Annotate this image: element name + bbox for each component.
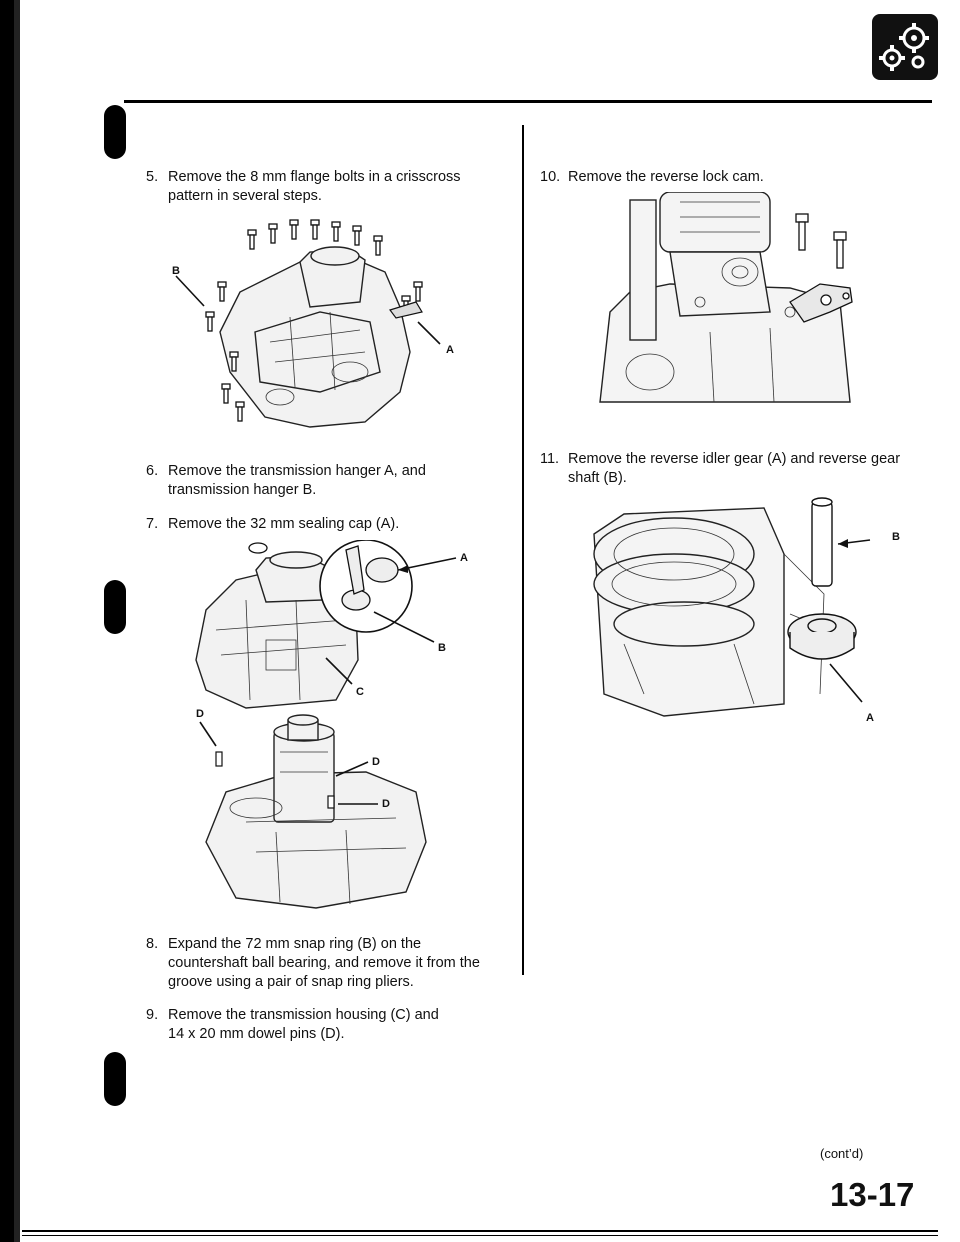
fig1-label-a: A [446,344,454,356]
figure-reverse-lock-cam [599,192,853,403]
column-divider [522,125,524,975]
step-text-line: Expand the 72 mm snap ring (B) on the [168,936,422,952]
fig3-label-d2: D [372,756,380,768]
step-number: 6. [146,463,159,479]
fig2-label-b: B [438,642,446,654]
page-number: 13-17 [830,1176,915,1213]
step-number: 8. [146,936,159,952]
footer-rule-thin [22,1235,938,1236]
figure-flange-bolts [175,219,441,428]
fig2-label-c: C [356,686,364,698]
continued-note: (cont’d) [820,1146,864,1161]
gear-cluster-icon [872,14,938,80]
fig3-label-d1: D [196,708,204,720]
figure-transmission-housing [199,714,427,909]
step-text-line: Remove the 32 mm sealing cap (A). [168,516,400,532]
step-text-line: shaft (B). [568,470,627,486]
step-text-line: Remove the transmission housing (C) and [168,1007,439,1023]
step-text-line: Remove the reverse idler gear (A) and re… [568,451,901,467]
step-text-line: Remove the transmission hanger A, and [168,463,426,479]
punch-hole-top [104,105,126,159]
figure-sealing-cap [195,540,457,709]
step-number: 9. [146,1007,159,1023]
fig1-label-b: B [172,265,180,277]
step-text-line: 14 x 20 mm dowel pins (D). [168,1026,345,1042]
step-9: 9. Remove the transmission housing (C) a… [146,1006,516,1046]
header-rule [124,100,932,103]
fig5-label-b: B [892,531,900,543]
figure-reverse-idler-gear [593,497,871,717]
punch-hole-middle [104,580,126,634]
step-6: 6. Remove the transmission hanger A, and… [146,462,506,502]
fig5-label-a: A [866,712,874,724]
step-number: 5. [146,169,159,185]
binding-edge-inner [14,0,20,1242]
step-10: 10. Remove the reverse lock cam. [540,168,920,188]
footer-rule [22,1230,938,1232]
punch-hole-bottom [104,1052,126,1106]
fig2-label-a: A [460,552,468,564]
step-text-line: Remove the 8 mm flange bolts in a crissc… [168,169,461,185]
step-number: 11. [540,451,560,467]
step-5: 5. Remove the 8 mm flange bolts in a cri… [146,168,506,208]
step-8: 8. Expand the 72 mm snap ring (B) on the… [146,935,516,995]
step-text-line: countershaft ball bearing, and remove it… [168,955,480,971]
step-text-line: Remove the reverse lock cam. [568,169,764,185]
step-number: 10. [540,169,561,185]
step-number: 7. [146,516,159,532]
step-text-line: groove using a pair of snap ring pliers. [168,974,414,990]
fig3-label-d3: D [382,798,390,810]
step-7: 7. Remove the 32 mm sealing cap (A). [146,515,506,535]
step-text-line: transmission hanger B. [168,482,317,498]
binding-edge [0,0,14,1242]
step-text-line: pattern in several steps. [168,188,322,204]
step-11: 11. Remove the reverse idler gear (A) an… [540,450,930,490]
